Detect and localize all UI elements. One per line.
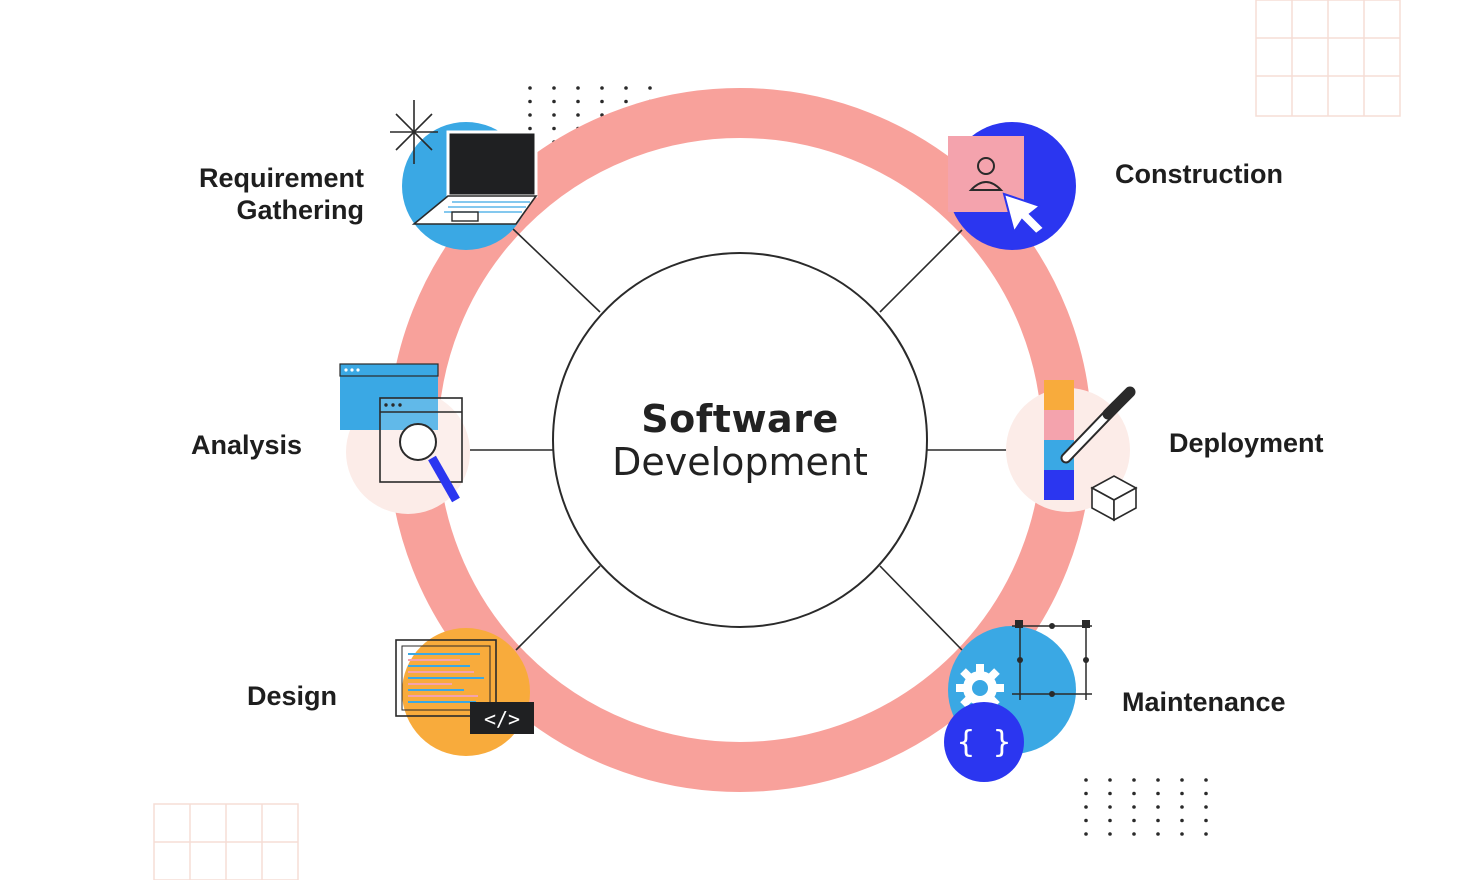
decorative-grid-bottom-left: [153, 803, 299, 880]
center-title-line2: Development: [612, 440, 868, 484]
center-circle: [552, 252, 928, 628]
magnifier-window-icon: [339, 363, 470, 514]
decorative-dot: [624, 86, 628, 90]
decorative-dot: [1156, 791, 1160, 796]
decorative-dot: [552, 113, 556, 117]
code-window-icon: </>: [395, 628, 534, 756]
laptop-icon: [390, 100, 538, 250]
stage-label-analysis: Analysis: [191, 429, 302, 461]
decorative-dot: [1132, 832, 1136, 836]
stage-label-deployment: Deployment: [1169, 427, 1324, 459]
stage-label-line: Design: [247, 681, 338, 711]
decorative-dot: [552, 86, 556, 90]
decorative-dot: [1108, 832, 1112, 836]
spokes: [470, 227, 1008, 651]
decorative-dot: [576, 99, 580, 104]
svg-text:{ }: { }: [957, 725, 1011, 760]
decorative-dot: [1204, 805, 1208, 809]
decorative-dot: [1084, 818, 1088, 823]
stage-label-line: Maintenance: [1122, 687, 1286, 717]
svg-text:</>: </>: [484, 707, 520, 731]
decorative-dot: [1132, 805, 1136, 809]
decorative-dot: [1156, 778, 1160, 782]
user-profile-cursor-icon: [948, 122, 1076, 250]
stage-label-design: Design: [247, 680, 337, 712]
decorative-dot: [1180, 818, 1184, 823]
decorative-dot: [528, 113, 532, 117]
decorative-dot: [528, 99, 532, 104]
decorative-grid-top-right: [1255, 0, 1401, 117]
decorative-dot: [1084, 805, 1088, 809]
decorative-dot: [1084, 832, 1088, 836]
decorative-dot: [552, 99, 556, 104]
decorative-dot: [576, 86, 580, 90]
decorative-dot: [528, 86, 532, 90]
decorative-dot: [1180, 778, 1184, 782]
stage-label-line: Deployment: [1169, 428, 1324, 458]
stage-label-line: Gathering: [236, 195, 364, 225]
stage-label-line: Analysis: [191, 430, 303, 460]
decorative-dot: [1180, 791, 1184, 796]
decorative-dot: [1084, 778, 1088, 782]
decorative-dot: [600, 86, 604, 90]
decorative-dot: [1204, 818, 1208, 823]
decorative-dot: [1132, 778, 1136, 782]
stage-label-maintenance: Maintenance: [1122, 686, 1286, 718]
decorative-dot: [1108, 818, 1112, 823]
decorative-dot: [1108, 805, 1112, 809]
stage-label-requirement-gathering: Requirement Gathering: [160, 162, 364, 226]
center-title-line1: Software: [641, 397, 839, 441]
decorative-dot: [1156, 805, 1160, 809]
decorative-dot: [528, 126, 532, 131]
decorative-dot: [576, 113, 580, 117]
decorative-dots-bottom: [1084, 778, 1208, 836]
stage-label-construction: Construction: [1115, 158, 1283, 190]
stage-label-line: Requirement: [198, 163, 364, 193]
decorative-dot: [1180, 805, 1184, 809]
decorative-dot: [1204, 791, 1208, 796]
decorative-dot: [552, 126, 556, 131]
decorative-dot: [1108, 778, 1112, 782]
stage-label-line: Construction: [1115, 159, 1283, 189]
center-title: Software Development: [560, 398, 920, 484]
gear-braces-icon: { }: [944, 620, 1092, 782]
decorative-dot: [648, 86, 652, 90]
decorative-dot: [1156, 832, 1160, 836]
decorative-dot: [1108, 791, 1112, 796]
decorative-dot: [1204, 832, 1208, 836]
decorative-dot: [1132, 818, 1136, 823]
decorative-dot: [1156, 818, 1160, 823]
decorative-dot: [1204, 778, 1208, 782]
decorative-dot: [1084, 791, 1088, 796]
decorative-dot: [624, 99, 628, 104]
decorative-dot: [600, 99, 604, 104]
decorative-dot: [1180, 832, 1184, 836]
decorative-dot: [1132, 791, 1136, 796]
pipette-box-icon: [1006, 380, 1138, 522]
